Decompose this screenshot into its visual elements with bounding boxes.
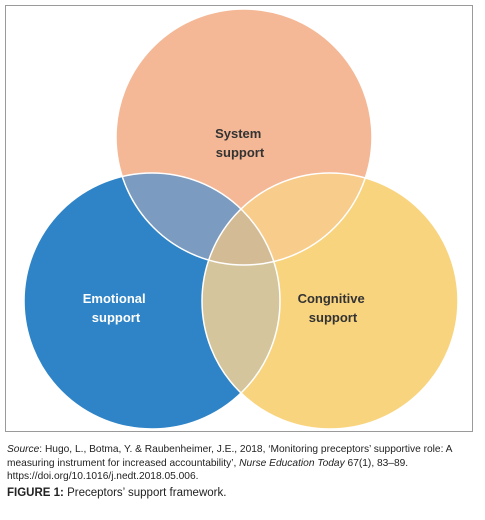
emotional-support-label: Emotional support xyxy=(83,291,149,325)
source-prefix: Source xyxy=(7,444,40,455)
source-text-2: 67(1), 83–89. https://doi.org/10.1016/j.… xyxy=(7,457,409,483)
source-journal: Nurse Education Today xyxy=(239,457,345,469)
caption-text: Preceptors’ support framework. xyxy=(63,487,227,499)
cognitive-support-label: Congnitive support xyxy=(298,291,369,325)
figure-caption: FIGURE 1: Preceptors’ support framework. xyxy=(7,487,477,499)
caption-label: FIGURE 1: xyxy=(7,487,64,499)
system-support-label: System support xyxy=(215,126,265,160)
venn-diagram: System support Emotional support Congnit… xyxy=(23,8,459,430)
figure-frame: System support Emotional support Congnit… xyxy=(5,5,473,432)
source-text-1: : Hugo, L., Botma, Y. & Raubenheimer, J.… xyxy=(7,444,452,469)
system-cognitive-overlap xyxy=(202,173,372,265)
source-citation: Source: Hugo, L., Botma, Y. & Raubenheim… xyxy=(7,443,477,484)
system-emotional-overlap xyxy=(116,173,280,265)
